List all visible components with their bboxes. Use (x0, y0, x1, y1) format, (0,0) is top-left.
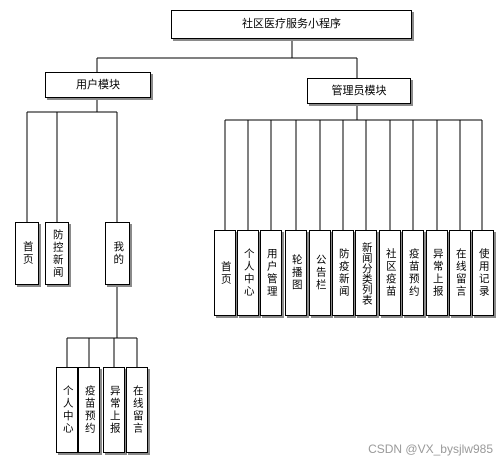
mine-vaccine-label: 疫苗预约 (83, 385, 96, 435)
admin-module-node: 管理员模块 (307, 78, 411, 104)
mine-profile-node: 个人中心 (56, 367, 78, 453)
admin-records-node: 使用记录 (472, 230, 494, 316)
root-label: 社区医疗服务小程序 (242, 17, 341, 31)
admin-news-label: 防疫新闻 (337, 248, 350, 298)
edge-root-to-modules (96, 39, 358, 78)
admin-news-node: 防疫新闻 (332, 230, 354, 316)
user-module-label: 用户模块 (76, 77, 120, 91)
edge-admin-module-children (224, 104, 483, 230)
edge-user-module-children (26, 98, 118, 222)
admin-home-label: 首页 (219, 260, 232, 286)
admin-users-label: 用户管理 (265, 248, 278, 298)
admin-module-label: 管理员模块 (331, 83, 387, 97)
admin-carousel-label: 轮播图 (290, 254, 303, 292)
admin-news-category-node: 新闻分类列表 (355, 230, 377, 316)
mine-message-label: 在线留言 (131, 385, 144, 435)
admin-profile-node: 个人中心 (237, 230, 259, 316)
mine-profile-label: 个人中心 (61, 385, 74, 435)
mine-vaccine-node: 疫苗预约 (78, 367, 100, 453)
admin-report-label: 异常上报 (431, 248, 444, 298)
admin-vaccine-label: 社区疫苗 (384, 248, 397, 298)
watermark: CSDN @VX_bysjlw985 (368, 442, 493, 456)
admin-booking-label: 疫苗预约 (407, 248, 420, 298)
admin-booking-node: 疫苗预约 (402, 230, 424, 316)
user-news-node: 防控新闻 (45, 222, 69, 285)
admin-notice-label: 公告栏 (314, 254, 327, 292)
admin-vaccine-node: 社区疫苗 (379, 230, 401, 316)
mine-report-label: 异常上报 (108, 385, 121, 435)
root-node: 社区医疗服务小程序 (171, 10, 412, 39)
admin-notice-node: 公告栏 (309, 230, 331, 316)
admin-profile-label: 个人中心 (242, 248, 255, 298)
admin-news-category-label: 新闻分类列表 (360, 241, 373, 305)
user-mine-label: 我的 (112, 241, 125, 266)
mine-message-node: 在线留言 (126, 367, 148, 453)
user-home-label: 首页 (21, 241, 34, 266)
mine-report-node: 异常上报 (103, 367, 125, 453)
user-module-node: 用户模块 (45, 72, 151, 98)
admin-report-node: 异常上报 (426, 230, 448, 316)
user-news-label: 防控新闻 (51, 228, 64, 279)
user-home-node: 首页 (15, 222, 39, 285)
admin-users-node: 用户管理 (260, 230, 282, 316)
admin-message-node: 在线留言 (449, 230, 471, 316)
admin-message-label: 在线留言 (454, 248, 467, 298)
edge-mine-children (66, 285, 138, 367)
admin-records-label: 使用记录 (477, 248, 490, 298)
admin-home-node: 首页 (214, 230, 236, 316)
admin-carousel-node: 轮播图 (285, 230, 307, 316)
user-mine-node: 我的 (105, 222, 130, 285)
